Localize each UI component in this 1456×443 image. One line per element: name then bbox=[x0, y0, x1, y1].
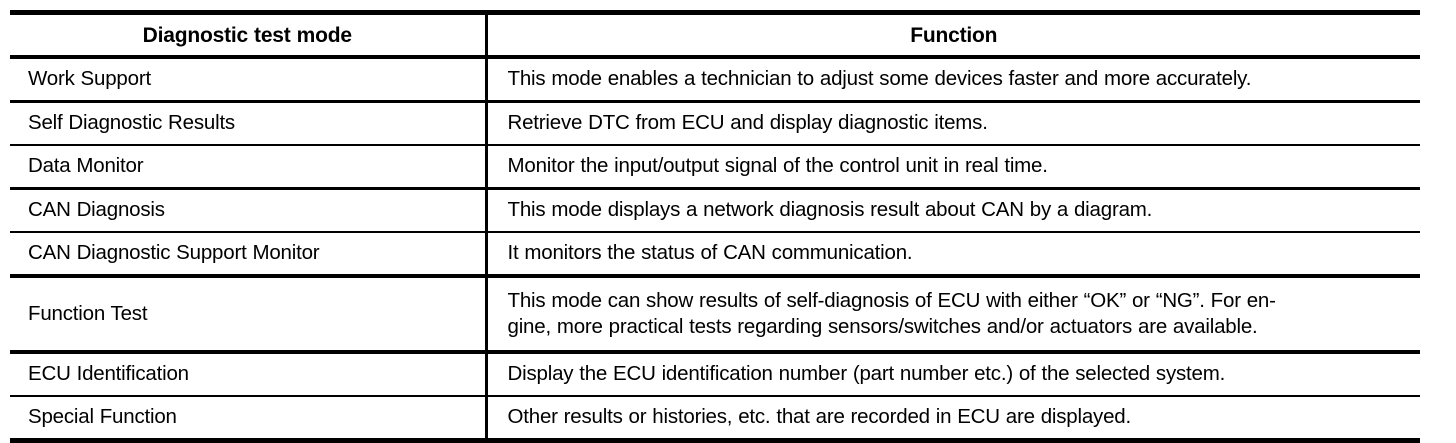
table-header: Diagnostic test mode Function bbox=[10, 10, 1420, 59]
table-row: ECU Identification Display the ECU ident… bbox=[10, 352, 1420, 397]
function-description: It monitors the status of CAN communicat… bbox=[507, 241, 913, 265]
table-row: CAN Diagnostic Support Monitor It monito… bbox=[10, 232, 1420, 278]
diagnostic-test-mode-table-wrapper: Diagnostic test mode Function Work Suppo… bbox=[10, 10, 1420, 443]
mode-label: Special Function bbox=[28, 405, 177, 429]
cell-diagnostic-test-mode: CAN Diagnosis bbox=[10, 188, 488, 233]
table-row: Special Function Other results or histor… bbox=[10, 396, 1420, 443]
cell-function: Other results or histories, etc. that ar… bbox=[486, 396, 1420, 443]
mode-label: CAN Diagnosis bbox=[28, 198, 165, 222]
cell-diagnostic-test-mode: Work Support bbox=[10, 57, 488, 103]
cell-function: It monitors the status of CAN communicat… bbox=[486, 232, 1420, 278]
table-row: Work Support This mode enables a technic… bbox=[10, 57, 1420, 103]
cell-diagnostic-test-mode: Function Test bbox=[10, 276, 488, 354]
table-row: CAN Diagnosis This mode displays a netwo… bbox=[10, 188, 1420, 233]
function-description: Retrieve DTC from ECU and display diagno… bbox=[507, 111, 988, 135]
function-description: This mode can show results of self-diagn… bbox=[488, 288, 1421, 340]
cell-function: Monitor the input/output signal of the c… bbox=[486, 145, 1420, 190]
cell-function: Display the ECU identification number (p… bbox=[486, 352, 1420, 397]
cell-function: This mode enables a technician to adjust… bbox=[486, 57, 1420, 103]
column-header-function-label: Function bbox=[910, 23, 998, 47]
function-description: This mode displays a network diagnosis r… bbox=[507, 198, 1153, 222]
mode-label: Function Test bbox=[28, 301, 148, 325]
cell-diagnostic-test-mode: ECU Identification bbox=[10, 352, 488, 397]
cell-function: This mode can show results of self-diagn… bbox=[486, 276, 1421, 354]
table-row: Data Monitor Monitor the input/output si… bbox=[10, 145, 1420, 190]
cell-function: Retrieve DTC from ECU and display diagno… bbox=[486, 101, 1420, 146]
diagnostic-test-mode-table: Diagnostic test mode Function Work Suppo… bbox=[10, 10, 1420, 443]
table-row: Function Test This mode can show results… bbox=[10, 276, 1421, 354]
column-header-diagnostic-test-mode: Diagnostic test mode bbox=[10, 10, 488, 59]
function-description: This mode enables a technician to adjust… bbox=[507, 67, 1252, 91]
function-description-line-1: This mode can show results of self-diagn… bbox=[507, 288, 1276, 312]
mode-label: Work Support bbox=[28, 67, 151, 91]
cell-diagnostic-test-mode: Data Monitor bbox=[10, 145, 488, 190]
mode-label: CAN Diagnostic Support Monitor bbox=[28, 241, 320, 265]
cell-diagnostic-test-mode: CAN Diagnostic Support Monitor bbox=[10, 232, 488, 278]
function-description: Monitor the input/output signal of the c… bbox=[507, 154, 1048, 178]
cell-function: This mode displays a network diagnosis r… bbox=[486, 188, 1420, 233]
mode-label: Data Monitor bbox=[28, 154, 144, 178]
cell-diagnostic-test-mode: Self Diagnostic Results bbox=[10, 101, 488, 146]
table-header-row: Diagnostic test mode Function bbox=[10, 10, 1420, 59]
mode-label: Self Diagnostic Results bbox=[28, 111, 235, 135]
table-row: Self Diagnostic Results Retrieve DTC fro… bbox=[10, 101, 1420, 146]
function-description: Display the ECU identification number (p… bbox=[507, 362, 1226, 386]
function-description-line-2: gine, more practical tests regarding sen… bbox=[507, 315, 1258, 338]
function-description: Other results or histories, etc. that ar… bbox=[507, 405, 1132, 429]
column-header-function: Function bbox=[486, 10, 1420, 59]
cell-diagnostic-test-mode: Special Function bbox=[10, 396, 488, 443]
column-header-diagnostic-test-mode-label: Diagnostic test mode bbox=[142, 23, 352, 47]
mode-label: ECU Identification bbox=[28, 362, 189, 386]
table-body: Work Support This mode enables a technic… bbox=[10, 57, 1421, 443]
